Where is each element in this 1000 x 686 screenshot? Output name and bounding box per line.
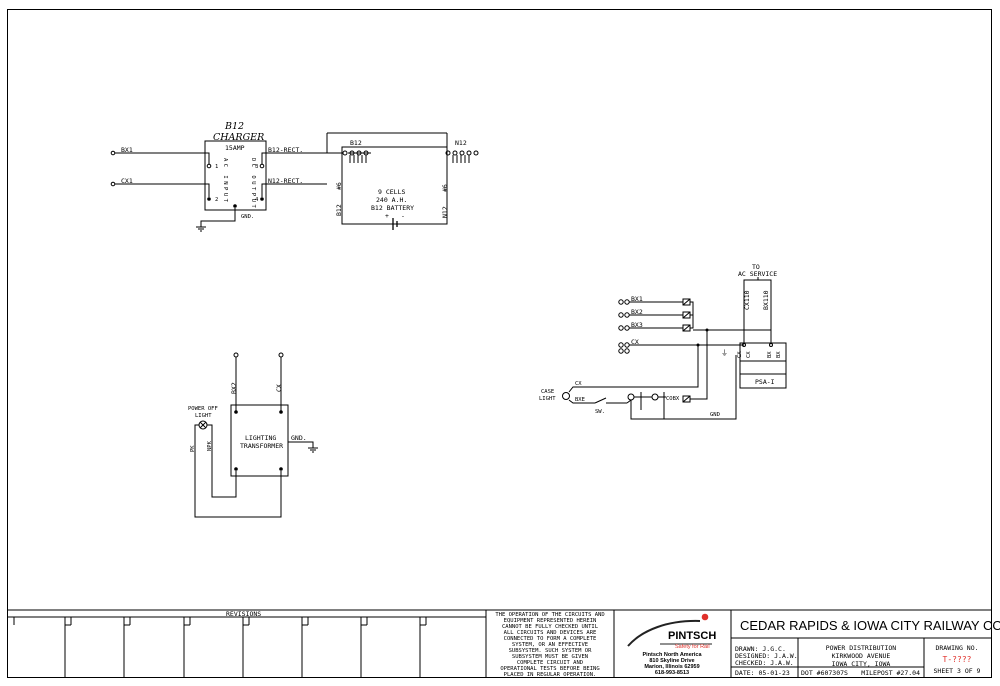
cx-supply-terminal <box>279 353 283 357</box>
revisions-header: REVISIONS <box>226 610 261 618</box>
logo-dot-icon <box>702 614 709 621</box>
battery-section: B12 N12 9 CELLS 240 A.H. B12 BATTERY + -… <box>327 133 478 230</box>
case-light-bxe: BXE <box>575 397 585 403</box>
power-off-line2: LIGHT <box>195 413 212 419</box>
charger-pin3: 3 <box>255 164 258 170</box>
ac-cobx: COBX <box>666 396 680 402</box>
fuse-bx2 <box>683 312 690 318</box>
battery-right-side: N12 <box>441 206 449 218</box>
milepost: MILEPOST #27.04 <box>861 669 920 677</box>
lighting-bx2: BX2 <box>230 382 238 394</box>
bx-terminal-strip <box>619 300 629 353</box>
battery-n12-terminals <box>446 133 478 163</box>
battery-cells: 9 CELLS <box>378 188 405 196</box>
psa-cx-right: CX <box>737 351 743 358</box>
desc-line2: KIRKWOOD AVENUE <box>832 652 891 660</box>
charger-ac-input: AC INPUT <box>222 158 228 205</box>
title-block: REVISIONS THE OPERATION OF THE CIRCUITS … <box>8 610 1000 678</box>
psa-bx-right: BX <box>776 351 782 358</box>
dot-number: DOT #607307S <box>801 669 848 677</box>
battery-b12-terminals <box>343 151 371 163</box>
case-light-sw: SW. <box>595 409 605 415</box>
ac-gnd: GND <box>710 412 720 418</box>
railway-name: CEDAR RAPIDS & IOWA CITY RAILWAY CO. <box>740 618 1000 633</box>
battery-n12-label: N12 <box>455 139 467 147</box>
drawing-date: DATE: 05-01-23 <box>735 669 790 677</box>
company-phone: 618-993-8513 <box>655 670 689 676</box>
cx1-input-terminal <box>111 182 115 186</box>
ac-ground-symbol: ⏚ <box>721 349 728 357</box>
ac-service-bx110: BX110 <box>762 290 770 310</box>
charger-pin1: 1 <box>215 164 218 170</box>
revisions-columns <box>8 617 427 677</box>
charger-pin2: 2 <box>215 197 218 203</box>
charger-section: B12 CHARGER 15AMP AC INPUT DC OUTPUT 1 2… <box>111 121 327 231</box>
sheet-border <box>8 10 992 678</box>
fuse-bx1 <box>683 299 690 305</box>
case-light-lamp <box>563 393 570 400</box>
power-off-line1: POWER OFF <box>188 406 218 412</box>
checked-by: CHECKED: J.A.W. <box>735 659 794 667</box>
battery-capacity: 240 A.H. <box>376 196 407 204</box>
lighting-xfmr-line2: TRANSFORMER <box>240 442 283 450</box>
charger-output-n12: N12-RECT. <box>268 177 303 185</box>
battery-plus: + <box>385 212 389 220</box>
sheet-number: SHEET 3 OF 9 <box>934 667 981 675</box>
charger-gnd: GND. <box>241 214 254 220</box>
charger-terminal-3 <box>260 164 264 168</box>
lighting-npk: NPK <box>207 440 213 451</box>
lighting-gnd: GND. <box>291 434 307 442</box>
psa-cx-left: CX <box>746 351 752 358</box>
battery-fuse-right: #6 <box>441 184 449 192</box>
fuse-bx3 <box>683 325 690 331</box>
charger-terminal-1 <box>207 164 211 168</box>
pintsch-logo: PINTSCH Safety for Rail <box>628 614 716 650</box>
battery-left-side: B12 <box>335 204 343 216</box>
fuse-cobx <box>683 396 690 402</box>
charger-terminal-gnd <box>233 204 237 208</box>
charger-title-line1: B12 <box>224 121 244 132</box>
ac-service-section: TO AC SERVICE CX110 BX110 BX1 BX2 BX3 CX <box>539 263 786 419</box>
lighting-xfmr-line1: LIGHTING <box>245 434 276 442</box>
desc-line1: POWER DISTRIBUTION <box>826 644 897 652</box>
ac-service-title: AC SERVICE <box>738 270 777 278</box>
battery-b12-label: B12 <box>350 139 362 147</box>
case-light-switch <box>595 398 606 403</box>
charger-terminal-2 <box>207 197 211 201</box>
drawing-no-label: DRAWING NO. <box>935 644 978 652</box>
battery-fuse-left: #6 <box>335 182 343 190</box>
psa-bx-left: BX <box>767 351 773 358</box>
lighting-cx: CX <box>275 384 283 392</box>
lighting-section: BX2 CX LIGHTING TRANSFORMER GND. POWER O… <box>188 353 318 517</box>
battery-name: B12 BATTERY <box>371 204 414 212</box>
disclaimer-text: THE OPERATION OF THE CIRCUITS AND EQUIPM… <box>495 612 604 678</box>
charger-pin4: 4 <box>255 197 259 203</box>
case-light-line2: LIGHT <box>539 396 556 402</box>
charger-output-b12: B12-RECT. <box>268 146 303 154</box>
charger-rating: 15AMP <box>225 144 245 152</box>
battery-minus: - <box>401 212 405 220</box>
svg-text:PLACED IN REGULAR OPERATION.: PLACED IN REGULAR OPERATION. <box>504 672 597 678</box>
case-light-cx: CX <box>575 381 582 387</box>
logo-name: PINTSCH <box>668 630 716 642</box>
bx2-supply-terminal <box>234 353 238 357</box>
bx1-input-terminal <box>111 151 115 155</box>
psa-label: PSA-I <box>755 378 775 386</box>
logo-tagline: Safety for Rail <box>675 644 710 650</box>
charger-terminal-4 <box>260 197 264 201</box>
lighting-pk: PK <box>190 445 196 452</box>
drawing-no: T-???? <box>943 655 972 664</box>
case-light-line1: CASE <box>541 389 554 395</box>
